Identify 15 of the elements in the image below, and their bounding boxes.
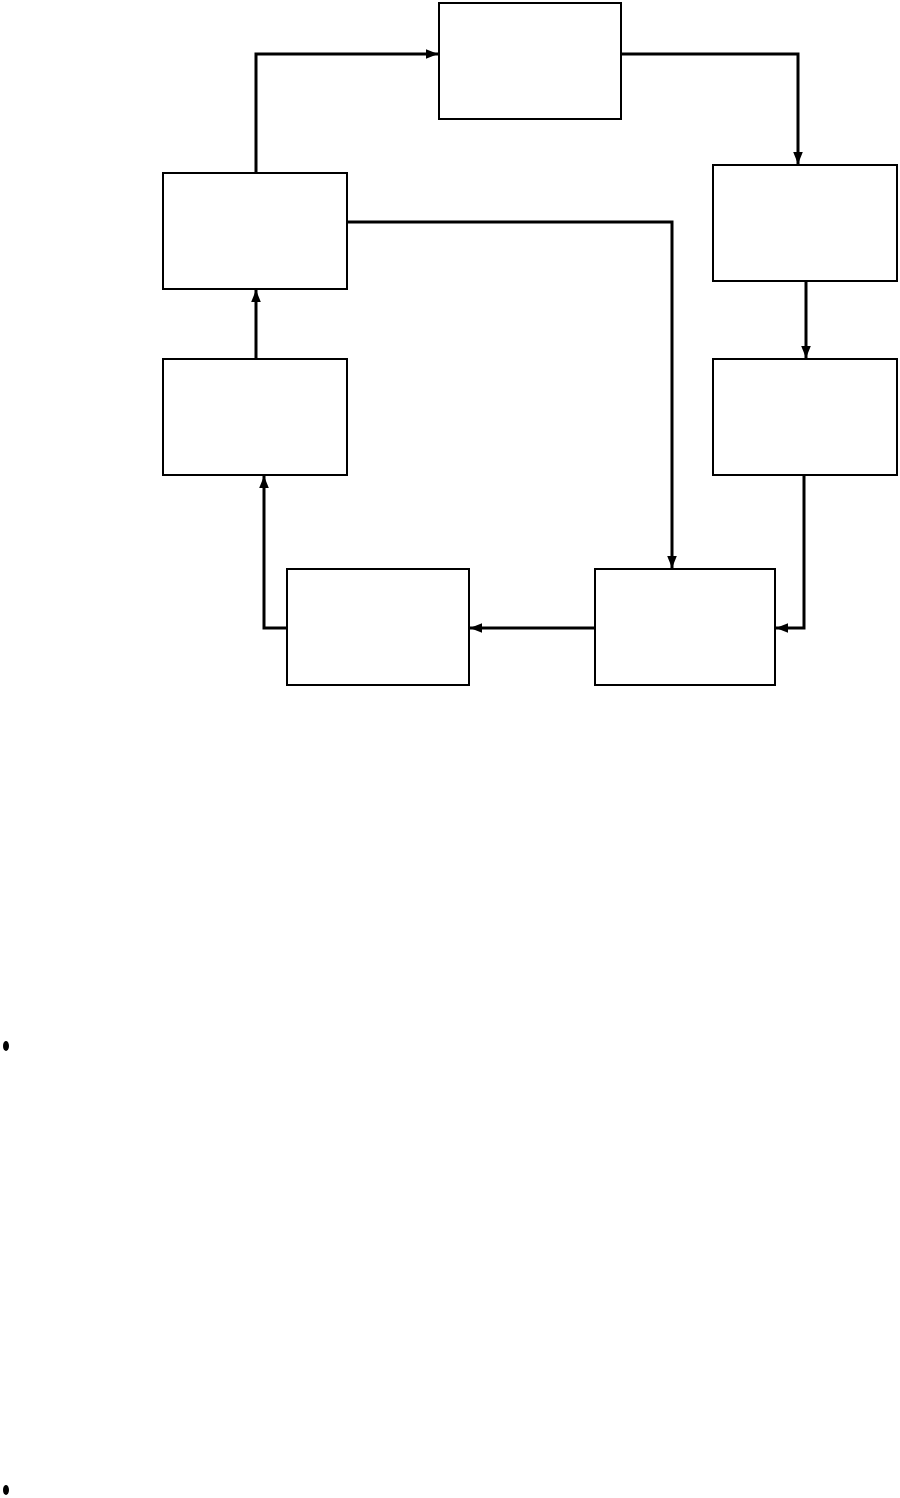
process-box — [162, 172, 348, 290]
arrow — [776, 476, 806, 633]
process-box — [712, 358, 898, 476]
arrow — [348, 220, 677, 568]
arrow — [251, 290, 261, 358]
arrow — [259, 476, 286, 630]
process-box — [286, 568, 470, 686]
process-box — [162, 358, 348, 476]
process-box — [594, 568, 776, 686]
process-box — [438, 2, 622, 120]
arrow — [801, 282, 811, 358]
arrow — [254, 49, 438, 172]
process-box — [712, 164, 898, 282]
arrow — [622, 52, 803, 164]
arrow — [470, 623, 594, 633]
